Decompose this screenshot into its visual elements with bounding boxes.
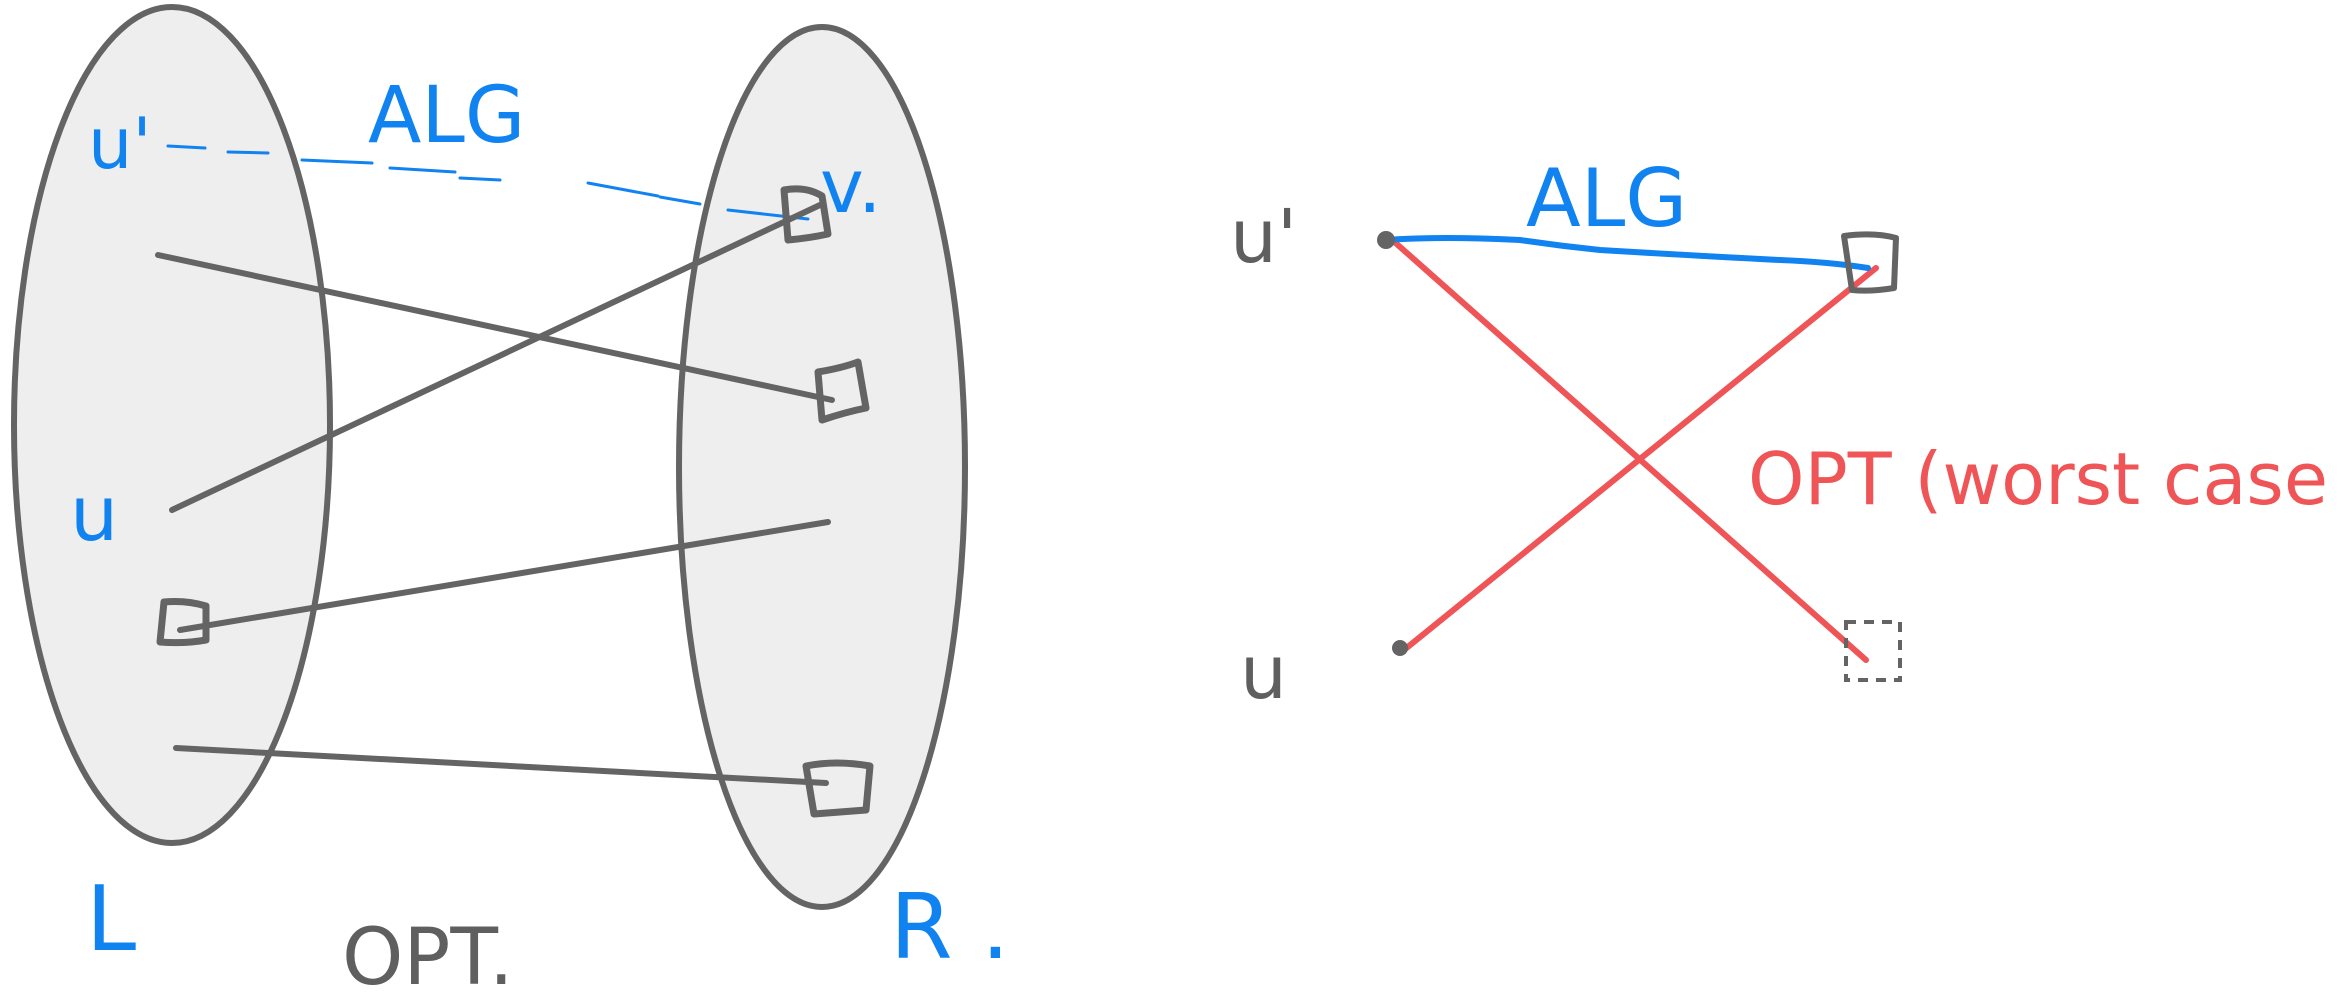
opt-edge-3 — [177, 519, 831, 633]
node-r2-square — [814, 358, 870, 424]
label-v: v. — [820, 144, 882, 230]
label-u-right: u — [1240, 630, 1287, 716]
opt-edge-uprime-to-bottom — [1387, 235, 1869, 663]
label-u-prime: u' — [88, 103, 152, 185]
node-u-dot — [1392, 640, 1408, 656]
opt-edges — [155, 202, 835, 786]
label-set-r: R . — [890, 875, 1010, 980]
right-set-ellipse — [676, 24, 968, 910]
label-opt-left: OPT. — [342, 913, 514, 1000]
left-set-ellipse — [11, 4, 333, 846]
node-u-prime-dot — [1377, 231, 1395, 249]
node-left-square — [156, 598, 210, 647]
label-u-prime-right: u' — [1230, 194, 1297, 280]
right-side-nodes — [780, 185, 874, 818]
worst-case-opt-edges — [1387, 235, 1879, 663]
left-bipartite-diagram: u' ALG v. u L R . OPT. — [11, 4, 1010, 1000]
right-worst-case-diagram: u' ALG u OPT (worst case — [1230, 152, 2328, 716]
label-alg: ALG — [368, 71, 525, 161]
label-u: u — [70, 469, 118, 558]
opt-edge-u-to-top — [1401, 265, 1879, 653]
label-set-l: L — [86, 867, 136, 972]
alg-edge-right — [1383, 235, 1871, 271]
opt-edge-4 — [173, 745, 829, 786]
node-top-right-square — [1841, 231, 1899, 294]
label-alg-right: ALG — [1526, 152, 1687, 245]
opt-edge-2 — [169, 202, 823, 513]
node-v-square — [780, 185, 832, 244]
label-opt-worst-case: OPT (worst case — [1748, 437, 2328, 521]
node-r4-square — [802, 759, 874, 818]
node-bottom-right-square-dashed — [1844, 620, 1902, 682]
opt-edge-1 — [155, 252, 835, 403]
alg-dashed-edge — [166, 144, 810, 221]
